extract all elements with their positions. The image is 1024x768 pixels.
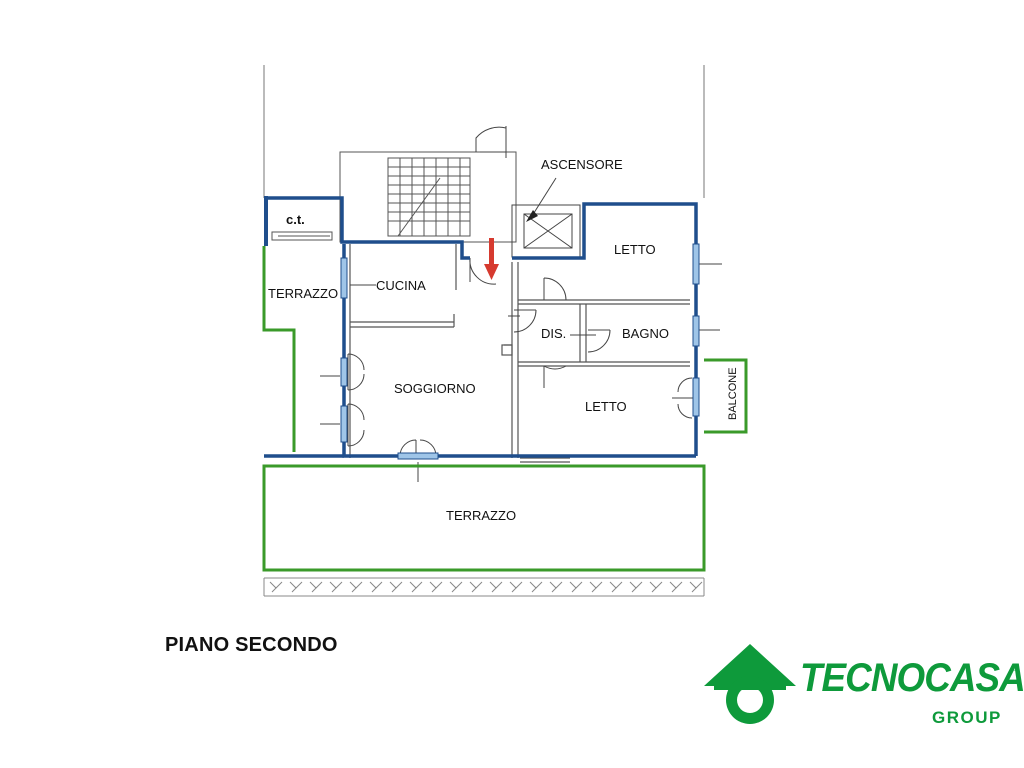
landing-door — [475, 126, 507, 158]
ground-hatching — [263, 577, 705, 597]
label-balcone: BALCONE — [727, 367, 739, 420]
floor-title: PIANO SECONDO — [165, 634, 338, 656]
label-bagno: BAGNO — [622, 326, 669, 341]
door-swings — [320, 257, 722, 482]
label-soggiorno: SOGGIORNO — [394, 381, 476, 396]
logo-brand-text: TECNOCASA — [800, 656, 1024, 700]
logo-group-text: GROUP — [932, 708, 1002, 727]
elevator-pointer — [526, 210, 538, 222]
label-ct: c.t. — [286, 212, 305, 227]
label-ascensore: ASCENSORE — [541, 157, 623, 172]
terrace-outlines — [262, 246, 748, 572]
house-logo-icon — [704, 644, 796, 724]
logo-registered-mark: ® — [1012, 664, 1018, 673]
elevator — [511, 177, 581, 258]
label-terrazzo-left: TERRAZZO — [268, 286, 338, 301]
building-boundary — [263, 65, 705, 198]
entry-arrow — [484, 238, 499, 280]
label-cucina: CUCINA — [376, 278, 426, 293]
apartment-outline — [264, 196, 698, 458]
label-letto-bottom: LETTO — [585, 399, 627, 414]
stairwell — [339, 151, 517, 243]
label-terrazzo-bottom: TERRAZZO — [446, 508, 516, 523]
tecnocasa-logo: TECNOCASA ® GROUP — [700, 640, 1024, 730]
interior-walls — [349, 244, 690, 463]
label-dis: DIS. — [541, 326, 566, 341]
label-letto-top: LETTO — [614, 242, 656, 257]
ct-window — [264, 196, 268, 246]
windows — [340, 243, 700, 460]
